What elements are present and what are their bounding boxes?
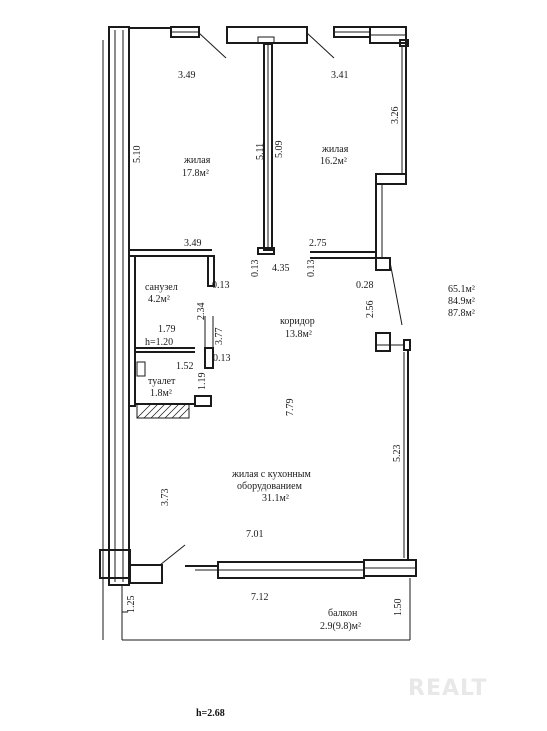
left-exterior-wall	[99, 26, 131, 640]
bedroom-partition	[257, 43, 275, 255]
room-area-toilet: 1.8м²	[150, 388, 172, 399]
dim-3-73: 3.73	[160, 489, 171, 507]
dim-2-56: 2.56	[365, 301, 376, 319]
watermark-logo: REALT	[408, 676, 488, 701]
total-area-1: 65.1м²	[448, 284, 475, 295]
dim-7-01: 7.01	[246, 529, 264, 540]
balcony-outline	[121, 578, 411, 641]
dim-1-50: 1.50	[393, 599, 404, 617]
dim-0-13-d: 0.13	[213, 353, 231, 364]
toilet-hatching	[136, 361, 190, 419]
dim-1-79: 1.79	[158, 324, 176, 335]
dim-0-13-a: 0.13	[250, 260, 261, 278]
ceiling-height-note: h=2.68	[196, 708, 225, 719]
dim-0-28: 0.28	[356, 280, 374, 291]
dim-h-1-20: h=1.20	[145, 337, 173, 348]
dim-5-09: 5.09	[274, 141, 285, 159]
room-name-balcony: балкон	[328, 608, 358, 619]
dim-7-12: 7.12	[251, 592, 269, 603]
dim-1-25: 1.25	[126, 596, 137, 614]
room-area-living-1: 17.8м²	[182, 168, 209, 179]
dim-3-41: 3.41	[331, 70, 349, 81]
dim-5-23: 5.23	[392, 445, 403, 463]
room-name-corridor: коридор	[280, 316, 315, 327]
dim-2-75: 2.75	[309, 238, 327, 249]
dim-3-77: 3.77	[214, 328, 225, 346]
dim-0-13-c: 0.13	[212, 280, 230, 291]
room-name-living-2: жилая	[321, 144, 349, 155]
dim-1-52: 1.52	[176, 361, 194, 372]
dim-3-26: 3.26	[390, 107, 401, 125]
total-area-3: 87.8м²	[448, 308, 475, 319]
dim-5-11: 5.11	[255, 143, 266, 160]
room-area-bathroom: 4.2м²	[148, 294, 170, 305]
room-name-kitchen-line2: оборудованием	[237, 481, 303, 492]
room-area-balcony: 2.9(9.8)м²	[320, 621, 361, 632]
bedroom-bottom-walls	[129, 249, 376, 287]
dim-0-13-b: 0.13	[306, 260, 317, 278]
dim-7-79: 7.79	[285, 399, 296, 417]
dim-3-49-top: 3.49	[178, 70, 196, 81]
bottom-wall	[129, 544, 365, 584]
room-name-bathroom: санузел	[145, 282, 178, 293]
dim-2-34: 2.34	[196, 303, 207, 321]
room-name-kitchen-line1: жилая с кухонным	[231, 469, 311, 480]
room-area-corridor: 13.8м²	[285, 329, 312, 340]
room-name-toilet: туалет	[148, 376, 176, 387]
dim-1-19: 1.19	[197, 373, 208, 391]
dim-5-10: 5.10	[132, 146, 143, 164]
room-area-kitchen: 31.1м²	[262, 493, 289, 504]
room-name-living-1: жилая	[183, 155, 211, 166]
room-area-living-2: 16.2м²	[320, 156, 347, 167]
total-area-2: 84.9м²	[448, 296, 475, 307]
right-exterior-wall	[363, 43, 417, 577]
dim-3-49-mid: 3.49	[184, 238, 202, 249]
dim-4-35: 4.35	[272, 263, 290, 274]
